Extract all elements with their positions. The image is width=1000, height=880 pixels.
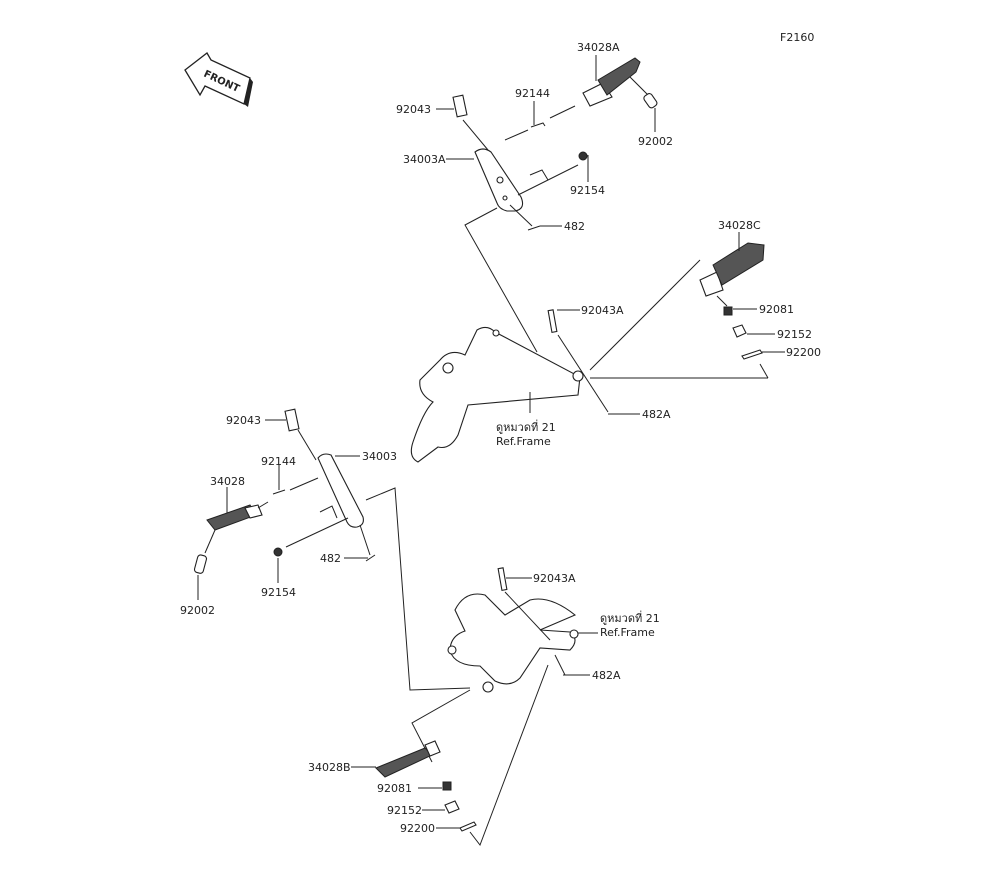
label-92043: 92043	[396, 103, 431, 116]
ref-frame-upper: Ref.Frame	[496, 435, 551, 448]
label-92081-upper: 92081	[759, 303, 794, 316]
frame-bracket-rear	[410, 326, 581, 463]
pin-92043A-lower	[497, 567, 508, 591]
label-482-lower: 482	[320, 552, 341, 565]
label-482A-upper: 482A	[642, 408, 671, 421]
pin-92043-lower	[284, 408, 300, 432]
spring-92081-upper	[723, 306, 733, 316]
front-frame-assembly: 92043A ดูหมวดที่ 21 Ref.Frame 482A 34028…	[308, 567, 660, 847]
label-34028A: 34028A	[577, 41, 620, 54]
label-92200-lower: 92200	[400, 822, 435, 835]
upper-footpeg-assembly: 92043 92144 34028A 92002 34003A 92154	[396, 41, 673, 353]
pin-92043A-upper	[547, 309, 558, 333]
ref-thai-lower: ดูหมวดที่ 21	[600, 610, 660, 625]
label-92144-lower: 92144	[261, 455, 296, 468]
label-34003A: 34003A	[403, 153, 446, 166]
lower-footpeg-assembly: 92043 34003 92144 34028 92002 92154	[180, 408, 471, 691]
front-arrow-icon: FRONT	[184, 52, 253, 107]
ref-frame-lower: Ref.Frame	[600, 626, 655, 639]
footpeg-34028A	[582, 57, 641, 107]
spring-92144	[530, 122, 546, 128]
pin-92200-upper	[741, 349, 763, 360]
pin-92043	[452, 94, 468, 118]
label-482-upper: 482	[564, 220, 585, 233]
label-92043A-lower: 92043A	[533, 572, 576, 585]
spring-92144-lower	[272, 489, 286, 495]
washer-92152-lower	[444, 800, 460, 814]
bolt-92002-lower	[193, 554, 208, 574]
spring-92081-lower	[442, 781, 452, 791]
label-92043-lower: 92043	[226, 414, 261, 427]
ref-thai-upper: ดูหมวดที่ 21	[496, 419, 556, 434]
footpeg-34028B	[375, 740, 441, 778]
bolt-92002	[643, 93, 658, 109]
label-92002: 92002	[638, 135, 673, 148]
label-482A-lower: 482A	[592, 669, 621, 682]
label-92154-lower: 92154	[261, 586, 296, 599]
label-92154: 92154	[570, 184, 605, 197]
label-92144: 92144	[515, 87, 550, 100]
bracket-34003	[317, 453, 364, 528]
label-34003: 34003	[362, 450, 397, 463]
label-92002-lower: 92002	[180, 604, 215, 617]
rear-frame-assembly: ดูหมวดที่ 21 Ref.Frame 92043A 482A 34028…	[410, 219, 821, 463]
label-34028B: 34028B	[308, 761, 351, 774]
bolt-92154	[578, 151, 588, 161]
label-92200-upper: 92200	[786, 346, 821, 359]
footpeg-34028	[206, 504, 263, 531]
frame-bracket-front	[449, 593, 577, 685]
figure-id: F2160	[780, 31, 814, 44]
label-92152-lower: 92152	[387, 804, 422, 817]
label-34028: 34028	[210, 475, 245, 488]
pin-92200-lower	[459, 821, 477, 832]
footpeg-34028C	[699, 242, 765, 297]
label-92043A-upper: 92043A	[581, 304, 624, 317]
bolt-92154-lower	[273, 547, 283, 557]
label-34028C: 34028C	[718, 219, 761, 232]
label-92081-lower: 92081	[377, 782, 412, 795]
label-92152-upper: 92152	[777, 328, 812, 341]
washer-92152-upper	[732, 324, 747, 338]
